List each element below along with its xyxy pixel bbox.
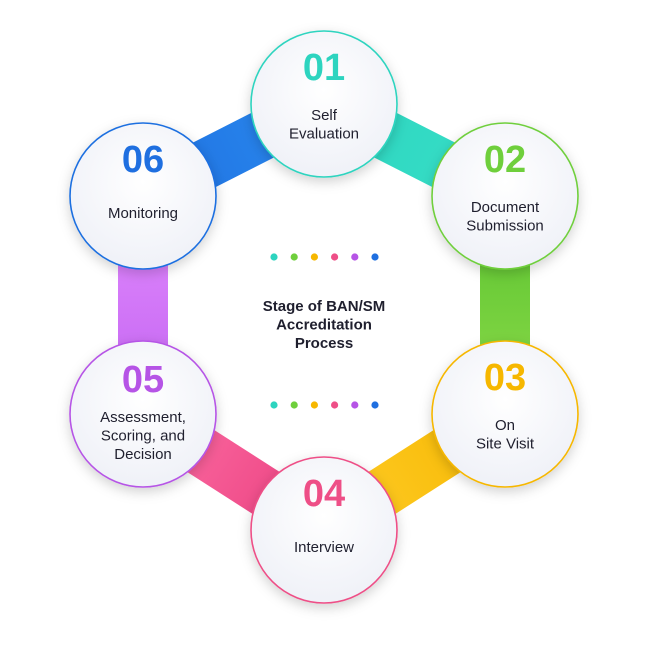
decorative-dot	[270, 401, 278, 409]
stage-label-line: Submission	[466, 218, 544, 235]
stage-circle	[250, 456, 398, 604]
stage-label-line: On	[495, 417, 515, 434]
stage-number: 01	[303, 47, 345, 89]
stage-number: 03	[484, 357, 526, 399]
stage-circle	[69, 122, 217, 270]
decorative-dot	[331, 253, 339, 261]
stage-circle	[431, 122, 579, 270]
decorative-dot	[290, 253, 298, 261]
stage-label-line: Evaluation	[289, 126, 359, 143]
stage-label-line: Decision	[114, 446, 172, 463]
stage-number: 06	[122, 139, 164, 181]
center-title-line: Process	[295, 335, 353, 352]
decorative-dot	[331, 401, 339, 409]
decorative-dot	[351, 401, 359, 409]
decorative-dot	[371, 401, 379, 409]
stage-label-line: Self	[311, 107, 338, 124]
decorative-dot	[290, 401, 298, 409]
decorative-dot	[310, 253, 318, 261]
stage-label-line: Monitoring	[108, 205, 178, 222]
stage-label-line: Interview	[294, 539, 354, 556]
stage-circle	[69, 340, 217, 488]
stage-label-line: Assessment,	[100, 409, 186, 426]
stage-circle	[250, 30, 398, 178]
stage-number: 04	[303, 473, 345, 515]
decorative-dot	[310, 401, 318, 409]
decorative-dot	[270, 253, 278, 261]
nodes-layer: 01SelfEvaluation02DocumentSubmission03On…	[69, 30, 579, 604]
decorative-dot	[371, 253, 379, 261]
stage-number: 02	[484, 139, 526, 181]
stage-number: 05	[122, 359, 164, 401]
stage-label-line: Scoring, and	[101, 428, 185, 445]
stage-circle	[431, 340, 579, 488]
stage-label-line: Site Visit	[476, 436, 535, 453]
center-title-line: Accreditation	[276, 317, 372, 334]
stage-label-line: Document	[471, 199, 540, 216]
decorative-dot	[351, 253, 359, 261]
center-title-line: Stage of BAN/SM	[263, 298, 386, 315]
